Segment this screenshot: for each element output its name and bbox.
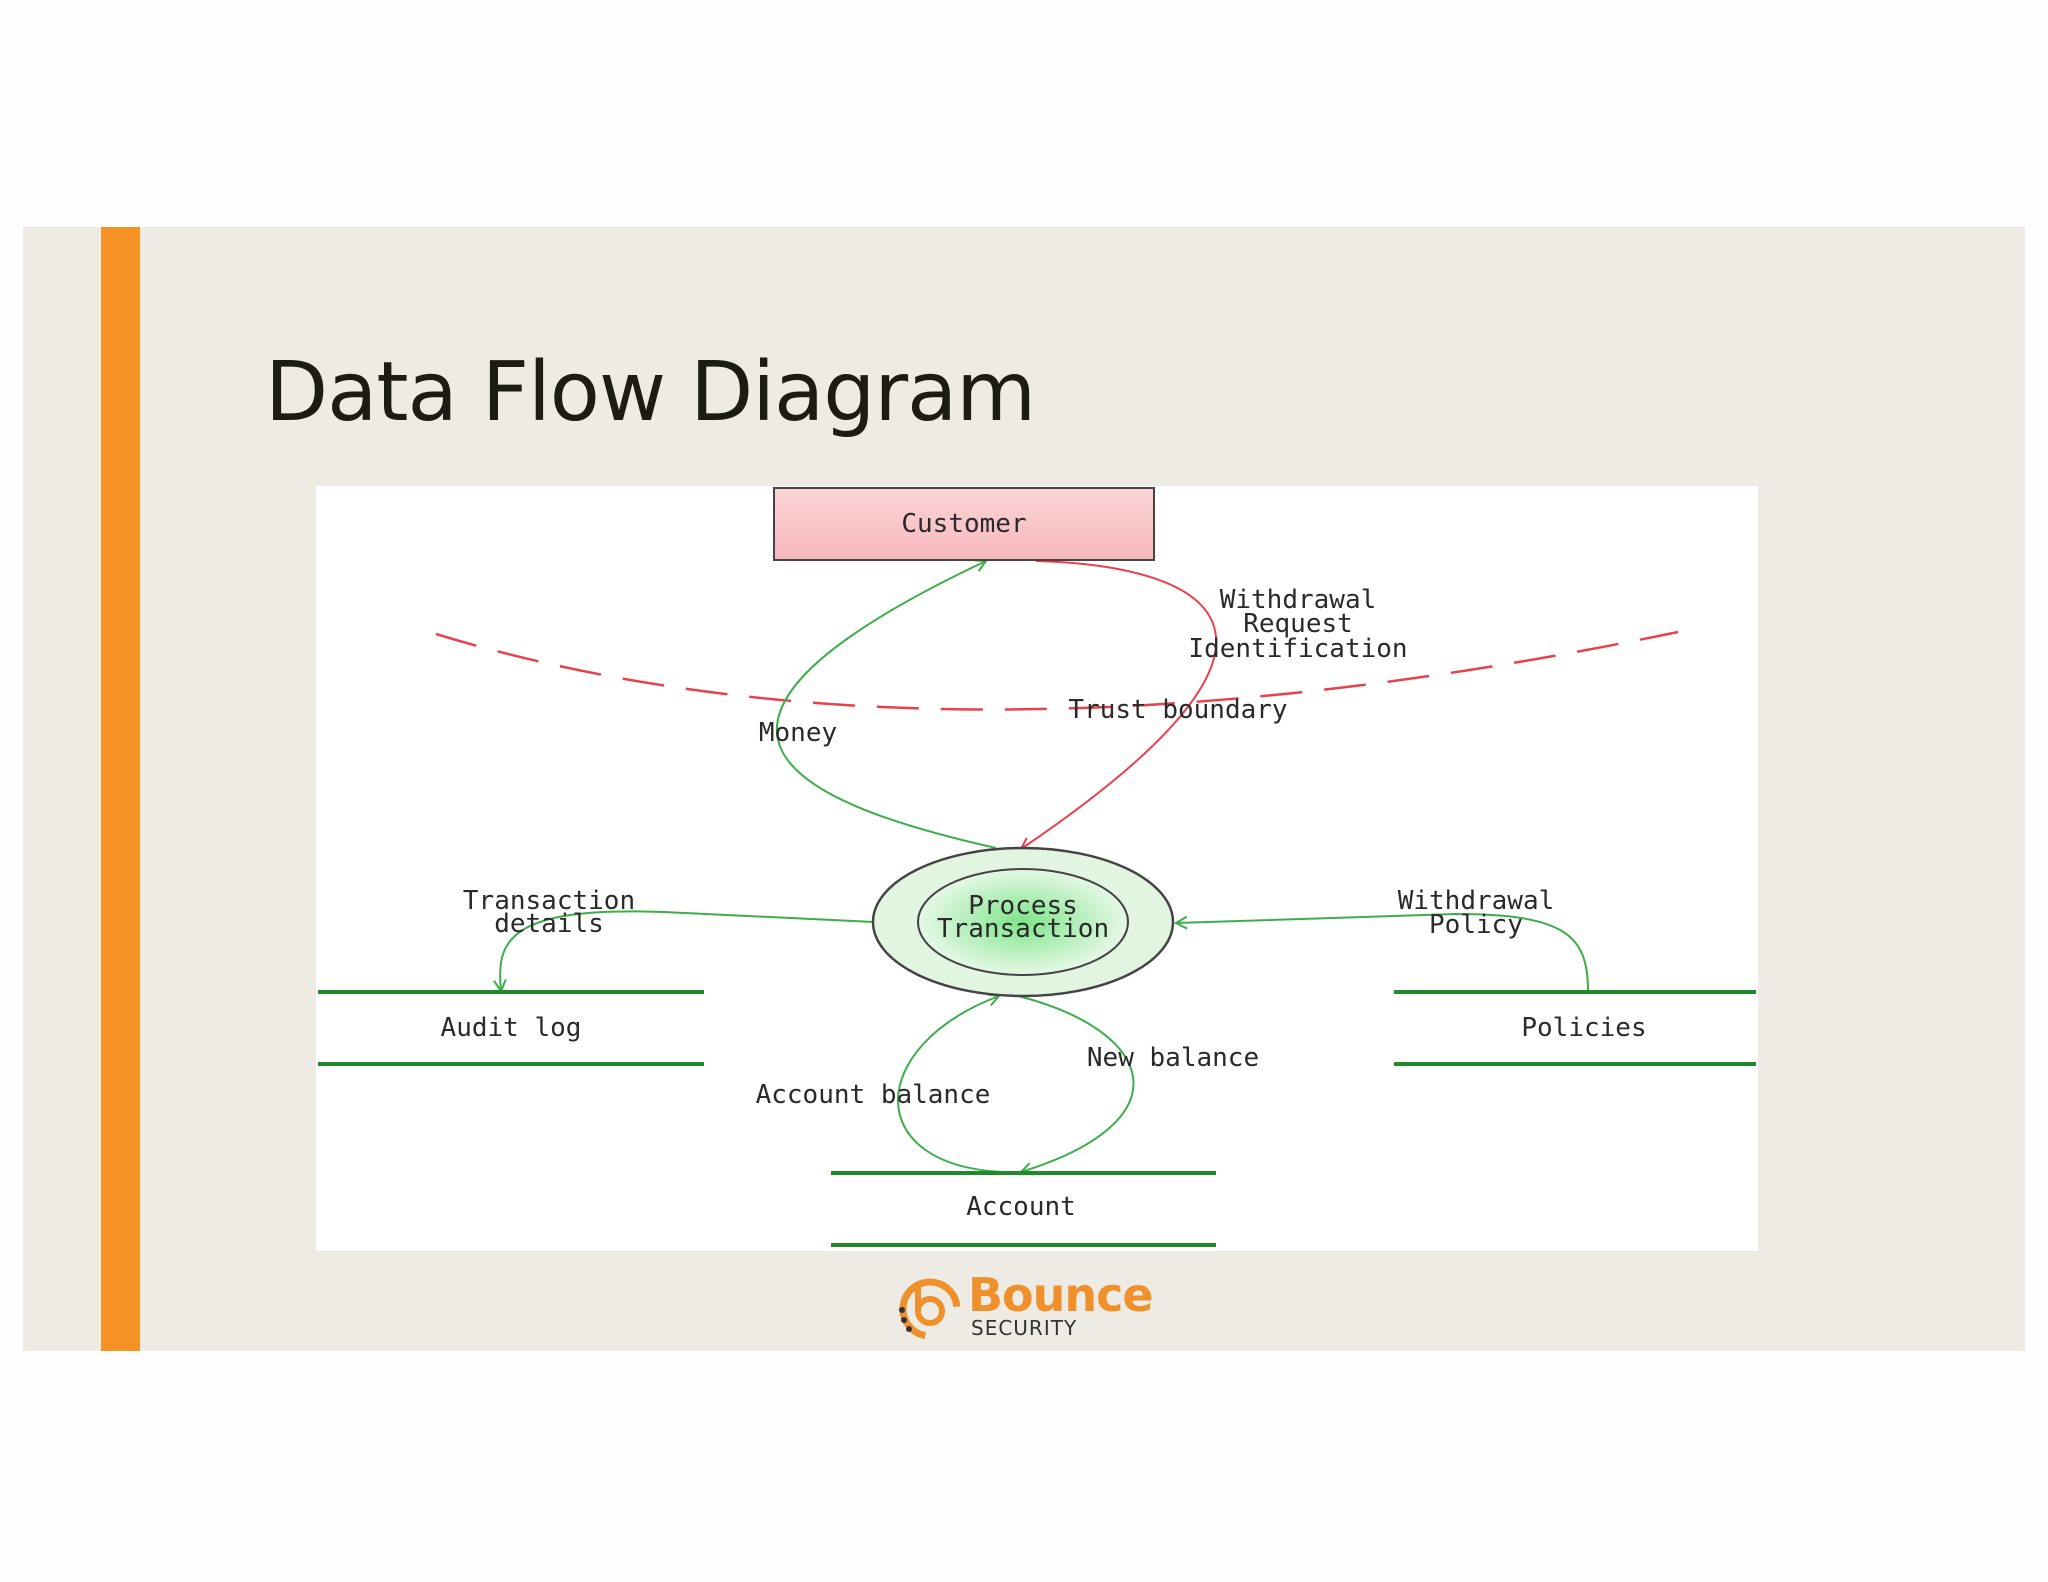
- flow-transaction-details: [500, 910, 875, 991]
- customer-label: Customer: [901, 509, 1026, 539]
- audit-log-store: Audit log: [318, 990, 704, 1066]
- data-flow-diagram: Customer Process Transaction Audit log: [316, 486, 1758, 1251]
- slide: Data Flow Diagram: [23, 227, 2025, 1351]
- bounce-logo-icon: [899, 1278, 961, 1340]
- bounce-security-logo: Bounce SECURITY: [893, 1268, 1154, 1347]
- trust-boundary-line: [435, 630, 1679, 711]
- policies-label: Policies: [1521, 1013, 1646, 1043]
- flow-account-balance: [897, 996, 1005, 1173]
- policies-store: Policies: [1394, 990, 1756, 1066]
- process-node: Process Transaction: [871, 846, 1175, 998]
- accent-bar: [101, 227, 140, 1351]
- logo-subtitle: SECURITY: [971, 1316, 1078, 1340]
- trust-boundary-label: Trust boundary: [1068, 695, 1287, 725]
- account-store: Account: [831, 1171, 1216, 1247]
- audit-log-label: Audit log: [441, 1013, 582, 1043]
- account-balance-label: Account balance: [756, 1080, 991, 1110]
- new-balance-label: New balance: [1087, 1043, 1259, 1073]
- withdrawal-policy-label-1: Withdrawal: [1398, 886, 1555, 916]
- account-label: Account: [966, 1192, 1076, 1222]
- process-label-line1: Process: [968, 891, 1078, 921]
- withdrawal-policy-label-2: Policy: [1429, 910, 1523, 940]
- transaction-details-label-2: details: [494, 909, 604, 939]
- transaction-details-label-1: Transaction: [463, 886, 635, 916]
- withdrawal-request-label-1: Withdrawal: [1220, 585, 1377, 615]
- process-label-line2: Transaction: [937, 914, 1109, 944]
- flow-new-balance: [1017, 995, 1135, 1172]
- flow-withdrawal-policy: [1176, 912, 1589, 992]
- slide-title: Data Flow Diagram: [265, 345, 1036, 440]
- customer-entity: Customer: [773, 487, 1155, 561]
- flow-money: [775, 561, 997, 849]
- withdrawal-request-label-3: Identification: [1188, 634, 1407, 664]
- logo-wordmark: Bounce: [968, 1268, 1154, 1322]
- flow-withdrawal-request: [1021, 560, 1218, 849]
- withdrawal-request-label-2: Request: [1243, 609, 1353, 639]
- money-label: Money: [759, 718, 837, 748]
